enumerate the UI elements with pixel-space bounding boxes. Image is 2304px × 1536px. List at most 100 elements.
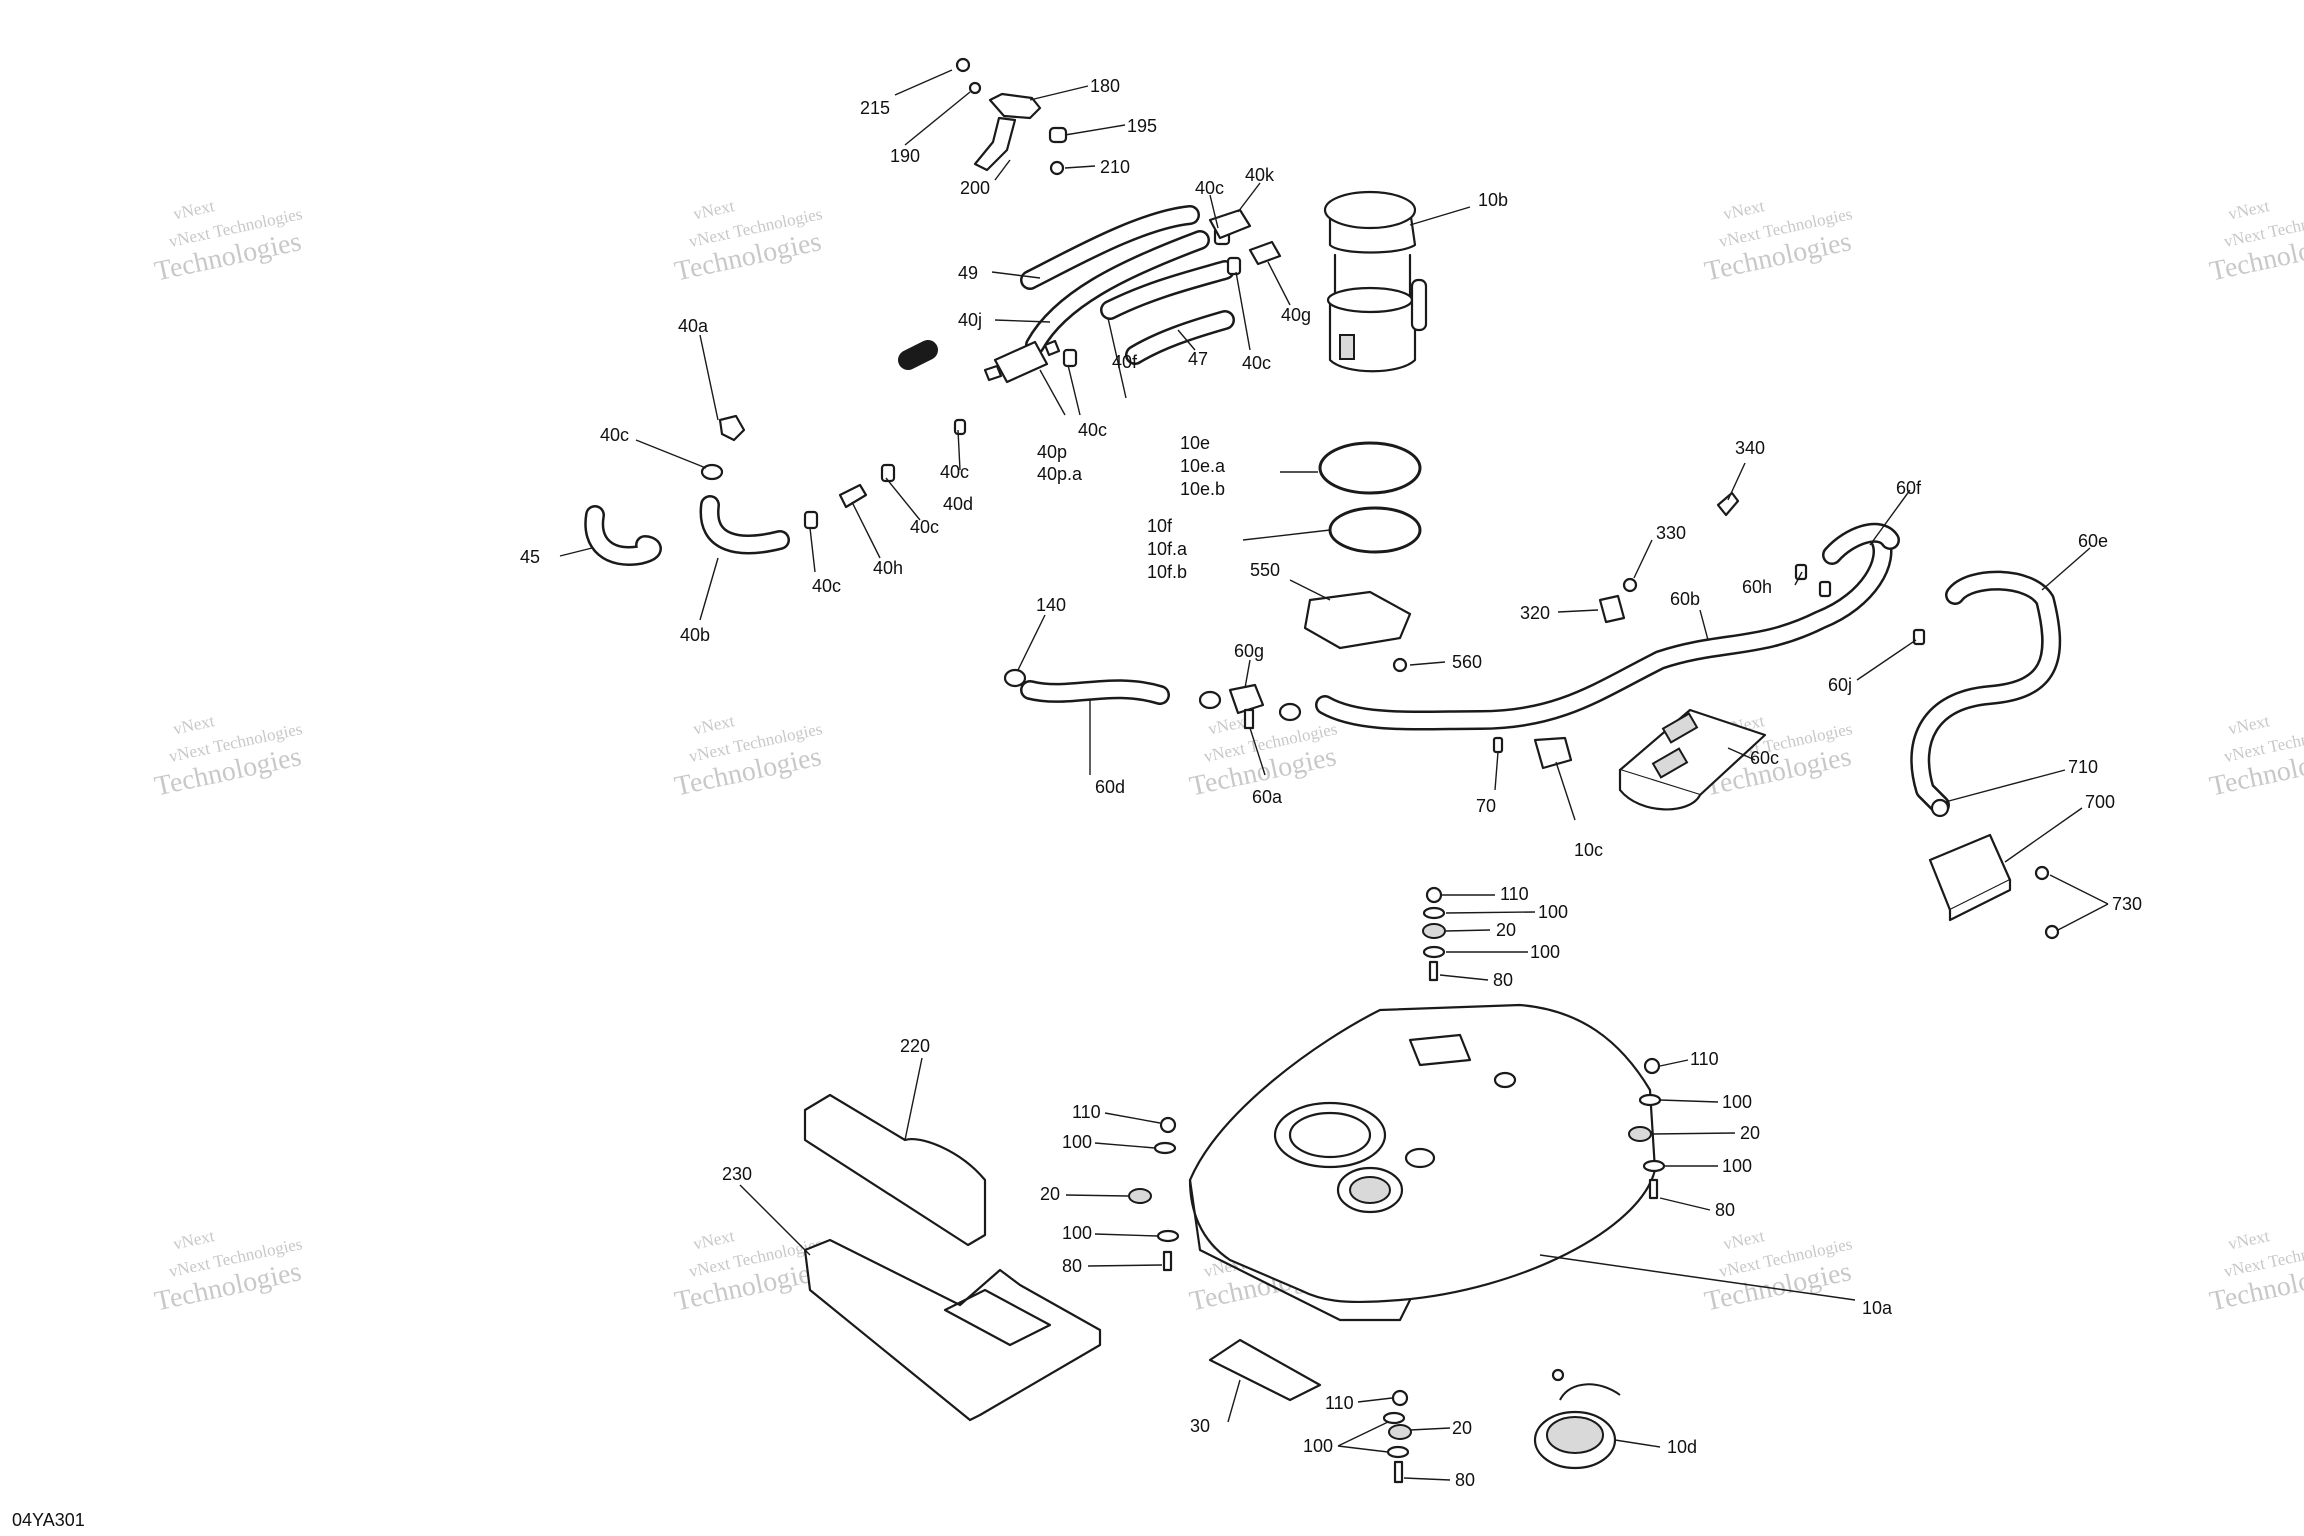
clamp-140 bbox=[1003, 668, 1027, 688]
callout-110: 110 bbox=[1690, 1049, 1719, 1069]
connector-40g bbox=[1248, 240, 1282, 266]
callout-60b: 60b bbox=[1670, 589, 1700, 609]
callout-100: 100 bbox=[1538, 902, 1568, 922]
shield-230 bbox=[803, 1238, 1102, 1422]
hardware-bottom bbox=[1382, 1389, 1412, 1484]
callout-47: 47 bbox=[1188, 349, 1208, 369]
callout-710: 710 bbox=[2068, 757, 2098, 777]
callout-10e: 10e bbox=[1180, 433, 1210, 453]
callout-40h: 40h bbox=[873, 558, 903, 578]
callout-10d: 10d bbox=[1667, 1437, 1697, 1457]
callout-215: 215 bbox=[860, 98, 890, 118]
callout-10f-b: 10f.b bbox=[1147, 562, 1187, 582]
bracket-assembly bbox=[955, 57, 1068, 176]
fuel-cap-10d bbox=[1533, 1368, 1621, 1470]
callout-110: 110 bbox=[1500, 884, 1529, 904]
callout-20: 20 bbox=[1740, 1123, 1760, 1143]
callout-60f: 60f bbox=[1896, 478, 1922, 498]
callout-190: 190 bbox=[890, 146, 920, 166]
callout-70: 70 bbox=[1476, 796, 1496, 816]
callout-340: 340 bbox=[1735, 438, 1765, 458]
callout-220: 220 bbox=[900, 1036, 930, 1056]
callout-40c: 40c bbox=[1242, 353, 1271, 373]
callout-10e-a: 10e.a bbox=[1180, 456, 1226, 476]
bolt-215 bbox=[955, 57, 971, 73]
callout-110: 110 bbox=[1325, 1393, 1354, 1413]
callout-60j: 60j bbox=[1828, 675, 1852, 695]
callout-195: 195 bbox=[1127, 116, 1157, 136]
callout-40p: 40p bbox=[1037, 442, 1067, 462]
watermark-overline: vNext bbox=[2226, 196, 2271, 223]
clip-190 bbox=[968, 81, 982, 95]
callout-40d: 40d bbox=[943, 494, 973, 514]
watermark-overline: vNext bbox=[2226, 711, 2271, 738]
callout-230: 230 bbox=[722, 1164, 752, 1184]
watermark-overline: vNext bbox=[171, 711, 216, 738]
callout-60c: 60c bbox=[1750, 748, 1779, 768]
callout-40a: 40a bbox=[678, 316, 709, 336]
vent-line-60e bbox=[1910, 570, 2062, 815]
leader-lines bbox=[559, 69, 2109, 1481]
module-700 bbox=[1928, 798, 2060, 940]
watermark-overline: vNext bbox=[691, 711, 736, 738]
valve-60a bbox=[1198, 683, 1302, 730]
callout-210: 210 bbox=[1100, 157, 1130, 177]
tee-40h bbox=[838, 483, 868, 509]
callout-100: 100 bbox=[1062, 1223, 1092, 1243]
vent-line-60b bbox=[1315, 522, 1900, 731]
callout-80: 80 bbox=[1493, 970, 1513, 990]
callout-80: 80 bbox=[1455, 1470, 1475, 1490]
callout-60e: 60e bbox=[2078, 531, 2108, 551]
sensor-10c bbox=[1533, 736, 1573, 770]
watermark-overline: vNext bbox=[2226, 1226, 2271, 1253]
clamps-40c bbox=[700, 226, 1242, 530]
callout-40j: 40j bbox=[958, 310, 982, 330]
heat-shields bbox=[803, 1093, 1322, 1422]
callout-550: 550 bbox=[1250, 560, 1280, 580]
callout-10c: 10c bbox=[1574, 840, 1603, 860]
callout-40b: 40b bbox=[680, 625, 710, 645]
o-rings bbox=[1318, 441, 1422, 554]
callout-10a: 10a bbox=[1862, 1298, 1893, 1318]
fuel-filter-40p bbox=[718, 208, 1282, 509]
connector-40k bbox=[1208, 208, 1252, 240]
diagram-code: 04YA301 bbox=[12, 1510, 85, 1530]
callout-100: 100 bbox=[1062, 1132, 1092, 1152]
callout-20: 20 bbox=[1496, 920, 1516, 940]
callout-100: 100 bbox=[1303, 1436, 1333, 1456]
hardware-left bbox=[1128, 1116, 1180, 1272]
bracket-550 bbox=[1303, 590, 1412, 673]
callout-40c: 40c bbox=[600, 425, 629, 445]
nut-330 bbox=[1622, 577, 1638, 593]
callout-10f-a: 10f.a bbox=[1147, 539, 1188, 559]
watermark-overline: vNext bbox=[1721, 1226, 1766, 1253]
callout-10b: 10b bbox=[1478, 190, 1508, 210]
callout-labels: 215 190 180 195 200 210 40c 40k 10b 49 4… bbox=[520, 76, 2142, 1490]
callout-45: 45 bbox=[520, 547, 540, 567]
clip-320 bbox=[1598, 594, 1626, 624]
callout-700: 700 bbox=[2085, 792, 2115, 812]
callout-180: 180 bbox=[1090, 76, 1120, 96]
callout-80: 80 bbox=[1062, 1256, 1082, 1276]
callout-10e-b: 10e.b bbox=[1180, 479, 1225, 499]
callout-10f: 10f bbox=[1147, 516, 1173, 536]
callout-100: 100 bbox=[1530, 942, 1560, 962]
fuel-hoses-upper bbox=[584, 205, 1235, 705]
callout-40c: 40c bbox=[940, 462, 969, 482]
watermark-overline: vNext bbox=[1721, 196, 1766, 223]
watermark-overline: vNext bbox=[691, 1226, 736, 1253]
callout-49: 49 bbox=[958, 263, 978, 283]
nut-195 bbox=[1048, 126, 1068, 144]
callout-60h: 60h bbox=[1742, 577, 1772, 597]
shield-220 bbox=[803, 1093, 987, 1247]
callout-100: 100 bbox=[1722, 1156, 1752, 1176]
screw-210 bbox=[1049, 160, 1065, 176]
callout-100: 100 bbox=[1722, 1092, 1752, 1112]
connector-180 bbox=[988, 92, 1042, 120]
watermark-overline: vNext bbox=[171, 196, 216, 223]
pad-30 bbox=[1208, 1338, 1322, 1402]
clamp-710 bbox=[1930, 798, 1950, 818]
hardware-stack bbox=[1422, 886, 1446, 982]
callout-40c: 40c bbox=[812, 576, 841, 596]
